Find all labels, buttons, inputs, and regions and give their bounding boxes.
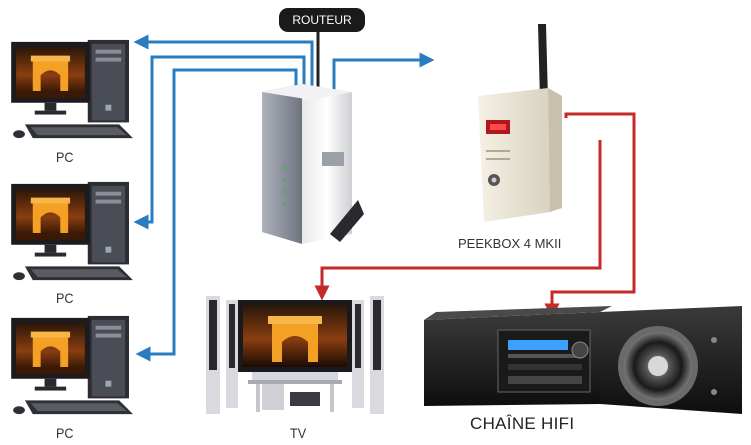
- router-icon: [262, 84, 302, 244]
- pc-label-3: PC: [56, 425, 74, 441]
- pc-3: [11, 315, 133, 415]
- media-links: [314, 112, 636, 319]
- computer-icon: [11, 315, 133, 415]
- tv-label: TV: [290, 425, 307, 441]
- pc-1: [11, 39, 133, 139]
- hifi-system: [424, 306, 742, 414]
- link-router-pc2: [133, 55, 306, 230]
- antenna-icon: [538, 24, 548, 100]
- router: [262, 84, 364, 244]
- pc-label-2: PC: [56, 290, 74, 306]
- peekbox-media-player: [478, 24, 562, 222]
- peekbox-label: PEEKBOX 4 MKII: [458, 236, 562, 251]
- link-router-pc1: [133, 34, 314, 94]
- computer-icon: [11, 39, 133, 139]
- computer-icon: [11, 181, 133, 281]
- link-peekbox-hifi: [544, 112, 636, 319]
- link-peekbox-tv: [314, 140, 602, 301]
- hifi-label: CHAÎNE HIFI: [470, 414, 575, 433]
- pc-label-1: PC: [56, 149, 74, 165]
- ethernet-links: [133, 34, 435, 362]
- media-player-icon: [478, 88, 550, 222]
- tv-system: [206, 296, 384, 414]
- link-router-pc3: [135, 68, 298, 362]
- pc-2: [11, 181, 133, 281]
- router-label: ROUTEUR: [279, 8, 365, 32]
- link-router-peekbox: [332, 52, 435, 94]
